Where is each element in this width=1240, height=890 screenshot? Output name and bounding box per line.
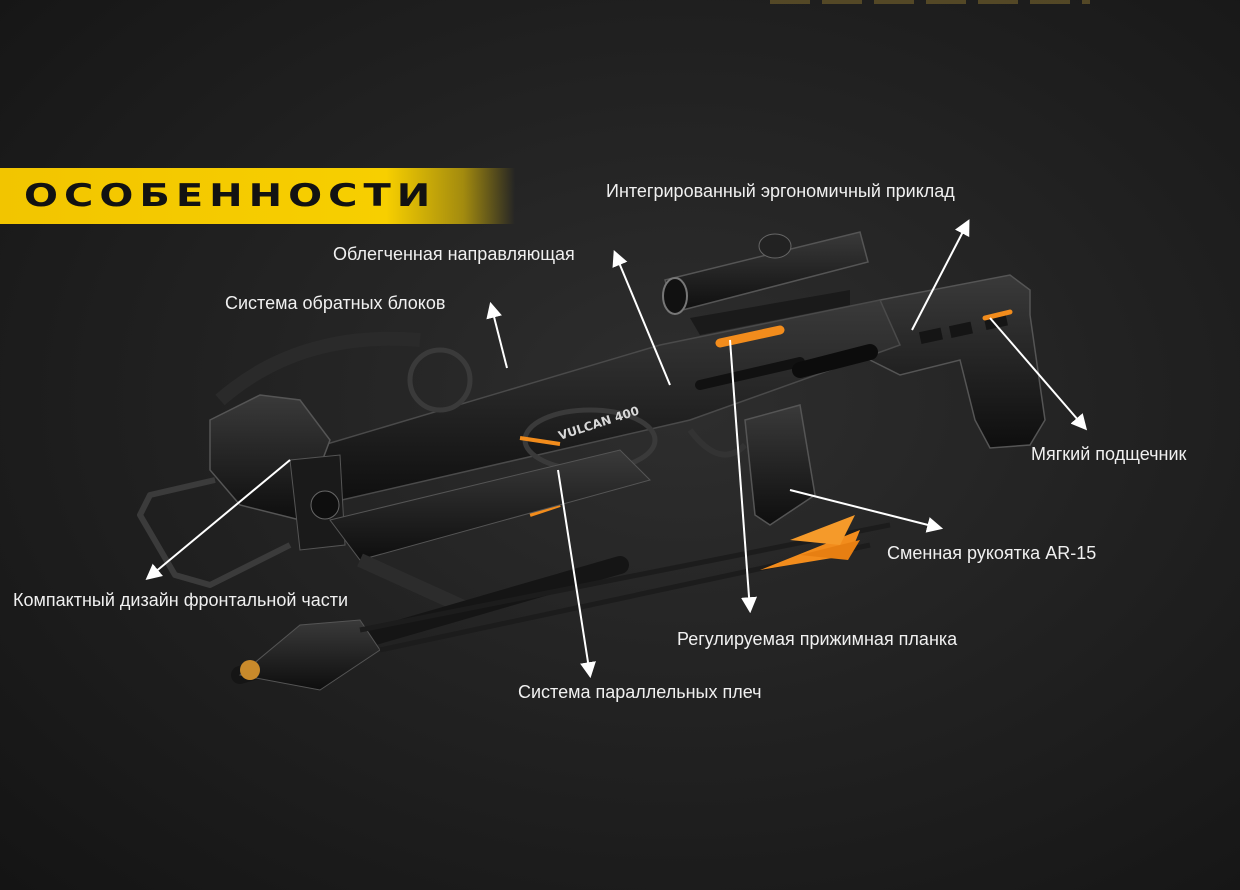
arrow-limbs [557,469,596,679]
arrow-retention [729,339,758,614]
scope [662,231,869,335]
page-title: ОСОБЕННОСТИ [24,178,437,214]
label-limbs: Система параллельных плеч [518,682,762,702]
heading-banner: ОСОБЕННОСТИ [0,168,515,224]
stock [869,274,1046,449]
pistol-grip [687,404,816,526]
foot-stirrup [137,477,292,588]
arrow-cheek-rest [989,317,1088,431]
arrow-front [145,459,291,581]
label-grip: Сменная рукоятка AR-15 [887,543,1097,563]
arrow-rail [612,250,671,386]
label-retention: Регулируемая прижимная планка [677,629,958,649]
label-front: Компактный дизайн фронтальной части [13,590,349,610]
cocking-device [231,556,629,691]
arrow-grip [789,489,944,533]
top-decorative-strip [770,0,1090,4]
callout-arrows [145,219,1088,679]
bolts [359,515,891,653]
label-cams: Система обратных блоков [225,293,446,313]
label-cheek-rest: Мягкий подщечник [1031,444,1187,464]
arrow-stock [911,219,970,331]
arrow-cams [486,301,508,369]
label-stock: Интегрированный эргономичный приклад [606,181,955,201]
label-rail: Облегченная направляющая [333,244,575,264]
